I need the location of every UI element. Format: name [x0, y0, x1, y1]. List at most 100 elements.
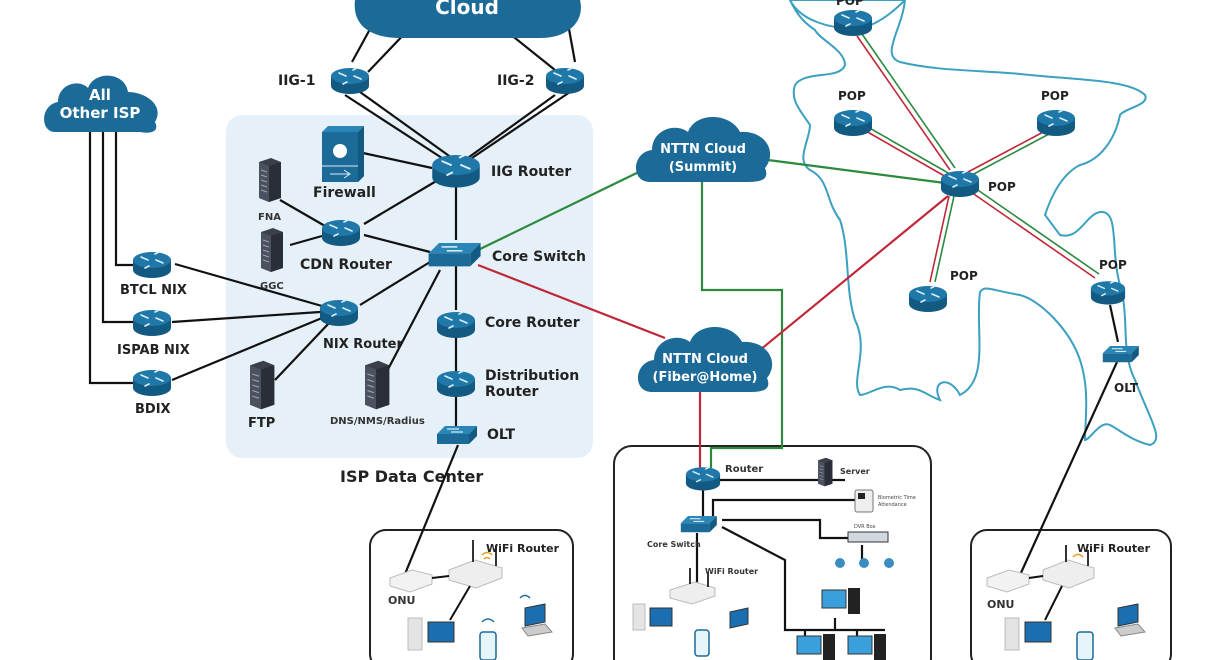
dns-server-icon[interactable]	[364, 360, 390, 410]
map-olt-switch-icon[interactable]	[1102, 345, 1140, 363]
iig-router-icon[interactable]	[431, 154, 481, 189]
office-core-switch-label: Core Switch	[647, 540, 701, 549]
home-right-desktop-icon	[1004, 617, 1052, 651]
firewall-icon[interactable]	[322, 126, 364, 182]
isp-data-center-title: ISP Data Center	[340, 467, 483, 486]
office-attendance-device-icon[interactable]	[854, 489, 874, 513]
pop-links	[856, 33, 1100, 283]
pop-left-router-icon[interactable]	[833, 109, 873, 137]
pop-top-label: POP	[836, 0, 864, 8]
iig1-router-icon[interactable]	[330, 67, 370, 95]
office-dvr-label: DVR Box	[854, 524, 876, 530]
pop-center-label: POP	[988, 180, 1016, 194]
office-wifi-router-icon[interactable]	[669, 568, 716, 605]
pop-right-label: POP	[1041, 89, 1069, 103]
nttn-summit-cloud: NTTN Cloud (Summit)	[635, 117, 771, 182]
nttn-fiberhome-cloud: NTTN Cloud (Fiber@Home)	[637, 327, 773, 392]
ispab-nix-label: ISPAB NIX	[117, 343, 190, 358]
office-laptop-icon	[729, 607, 749, 629]
home-right-wifi-router-icon[interactable]	[1042, 545, 1095, 589]
olt-switch-icon[interactable]	[436, 425, 478, 445]
home-left-wifi-label: WiFi Router	[486, 542, 560, 555]
office-dvr-icon[interactable]	[847, 531, 889, 543]
ggc-server-icon[interactable]	[260, 227, 284, 273]
nttn-fiberhome-line1: NTTN Cloud	[662, 352, 748, 367]
home-left-laptop-icon	[519, 594, 553, 637]
office-box	[613, 445, 932, 660]
office-wifi-router-label: WiFi Router	[705, 567, 758, 576]
core-router-icon[interactable]	[436, 311, 476, 339]
dns-nms-radius-label: DNS/NMS/Radius	[330, 416, 425, 427]
office-pc-right-icon	[847, 634, 886, 660]
firewall-label: Firewall	[313, 185, 376, 201]
nttn-summit-line1: NTTN Cloud	[660, 142, 746, 157]
nttn-fiberhome-line2: (Fiber@Home)	[653, 370, 758, 385]
home-right-wifi-label: WiFi Router	[1077, 542, 1151, 555]
top-cloud: Cloud	[354, 0, 581, 38]
iig-router-label: IIG Router	[491, 164, 571, 180]
map-outline	[788, 0, 1158, 447]
pop-bottom-router-icon[interactable]	[908, 285, 948, 313]
links-red	[477, 195, 949, 468]
office-router-icon[interactable]	[685, 466, 721, 492]
office-cctv-cameras-icon	[835, 558, 894, 568]
office-attendance-label-2: Attendance	[878, 502, 907, 508]
pop-top-router-icon[interactable]	[833, 9, 873, 37]
ggc-label: GGC	[260, 281, 284, 292]
pop-far-right-router-icon[interactable]	[1090, 280, 1126, 306]
pop-left-label: POP	[838, 89, 866, 103]
core-router-label: Core Router	[485, 315, 580, 331]
office-server-icon[interactable]	[817, 457, 833, 487]
map-olt-label: OLT	[1114, 381, 1139, 395]
fna-server-icon[interactable]	[258, 157, 282, 203]
cdn-router-icon[interactable]	[321, 219, 361, 247]
olt-label: OLT	[487, 427, 516, 443]
distribution-router-icon[interactable]	[436, 370, 476, 398]
home-left-onu-label: ONU	[388, 594, 416, 607]
home-left-box	[369, 529, 574, 660]
isp-data-center-panel	[226, 115, 593, 458]
home-left-desktop-icon	[407, 617, 455, 651]
nix-router-icon[interactable]	[319, 299, 359, 327]
nix-router-label: NIX Router	[323, 337, 403, 352]
iig1-label: IIG-1	[278, 73, 315, 89]
office-attendance-label-1: Biometric Time	[878, 495, 916, 501]
home-right-onu-icon[interactable]	[986, 569, 1030, 593]
core-switch-icon[interactable]	[427, 242, 482, 268]
fna-label: FNA	[258, 212, 281, 223]
bdix-router-icon[interactable]	[132, 369, 172, 397]
office-pc-left-icon	[796, 634, 835, 660]
office-core-switch-icon[interactable]	[680, 515, 718, 533]
ftp-label: FTP	[248, 416, 275, 431]
core-switch-label: Core Switch	[492, 249, 586, 265]
pop-center-router-icon[interactable]	[940, 170, 980, 198]
btcl-nix-router-icon[interactable]	[132, 251, 172, 279]
home-right-onu-label: ONU	[987, 598, 1015, 611]
office-pc-top-icon	[821, 588, 860, 614]
pop-right-router-icon[interactable]	[1036, 109, 1076, 137]
btcl-nix-label: BTCL NIX	[120, 283, 187, 298]
office-server-label: Server	[840, 467, 870, 476]
top-cloud-label: Cloud	[435, 0, 499, 19]
ispab-nix-router-icon[interactable]	[132, 309, 172, 337]
pop-far-right-label: POP	[1099, 258, 1127, 272]
home-right-phone-icon	[1076, 631, 1094, 660]
home-left-onu-icon[interactable]	[389, 569, 433, 593]
all-other-isp-line1: All	[89, 86, 111, 104]
pop-bottom-label: POP	[950, 269, 978, 283]
cdn-router-label: CDN Router	[300, 257, 392, 273]
nttn-summit-line2: (Summit)	[669, 160, 737, 175]
office-phone-icon	[694, 629, 710, 657]
home-left-wifi-router-icon[interactable]	[448, 540, 503, 589]
ftp-server-icon[interactable]	[249, 360, 275, 410]
all-other-isp-cloud: All Other ISP	[44, 75, 158, 133]
office-desktop-icon	[632, 603, 673, 631]
all-other-isp-line2: Other ISP	[60, 104, 141, 122]
distribution-router-label-1: Distribution	[485, 368, 579, 384]
bdix-label: BDIX	[135, 402, 171, 417]
home-left-phone-icon	[479, 618, 497, 660]
iig2-router-icon[interactable]	[545, 67, 585, 95]
links-green	[477, 158, 946, 468]
links-black	[88, 17, 1120, 640]
